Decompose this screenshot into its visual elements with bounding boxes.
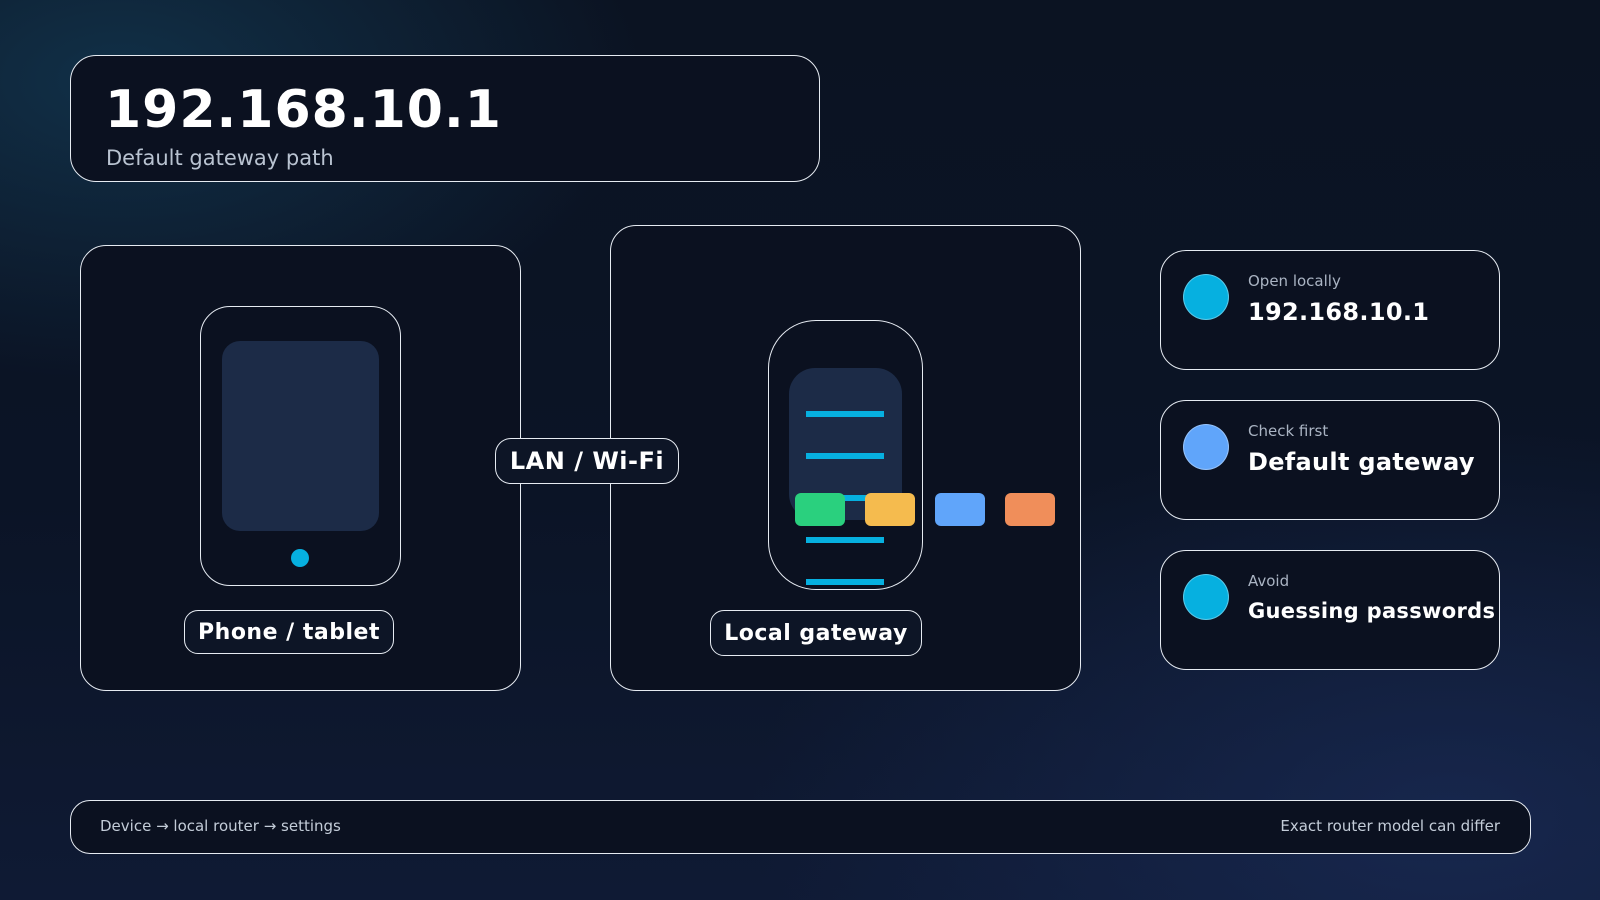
page-title: 192.168.10.1 (105, 80, 502, 140)
info-card-value: Guessing passwords (1248, 599, 1496, 623)
status-dot-icon (1183, 424, 1229, 470)
status-dot-icon (1183, 274, 1229, 320)
page-subtitle: Default gateway path (106, 146, 334, 170)
router-port-icon (865, 493, 915, 526)
info-card-value: 192.168.10.1 (1248, 298, 1430, 326)
connection-label: LAN / Wi-Fi (495, 438, 679, 484)
device-label: Phone / tablet (184, 610, 394, 654)
phone-icon (200, 306, 401, 586)
footer-bar: Device → local router → settings Exact r… (70, 800, 1531, 854)
gateway-label: Local gateway (710, 610, 922, 656)
status-dot-icon (1183, 574, 1229, 620)
router-icon (768, 320, 923, 590)
phone-screen (222, 341, 379, 531)
router-port-icon (1005, 493, 1055, 526)
info-card-label: Open locally (1248, 272, 1341, 290)
router-light-line (806, 495, 884, 501)
footer-path-text: Device → local router → settings (100, 817, 341, 835)
router-light-line (806, 537, 884, 543)
info-card-open-locally: Open locally 192.168.10.1 (1160, 250, 1500, 370)
router-light-line (806, 411, 884, 417)
info-card-label: Check first (1248, 422, 1329, 440)
info-card-avoid: Avoid Guessing passwords (1160, 550, 1500, 670)
router-port-icon (935, 493, 985, 526)
title-card: 192.168.10.1 Default gateway path (70, 55, 820, 182)
router-light-line (806, 453, 884, 459)
router-port-icon (795, 493, 845, 526)
info-card-value: Default gateway (1248, 448, 1475, 476)
router-light-line (806, 579, 884, 585)
info-card-label: Avoid (1248, 572, 1290, 590)
info-card-check-first: Check first Default gateway (1160, 400, 1500, 520)
phone-home-button-icon (291, 549, 309, 567)
footer-note-text: Exact router model can differ (1280, 817, 1500, 835)
